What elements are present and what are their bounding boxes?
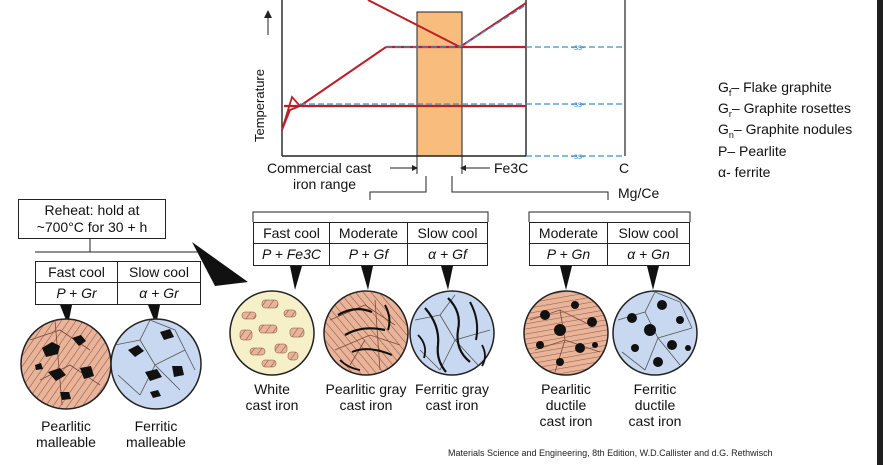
legend-item-gf: Gf– Flake graphite: [718, 79, 832, 98]
right-frame: [877, 0, 883, 465]
micrograph-white-cast-iron: [229, 290, 315, 376]
break-mark-1: -ss-: [571, 43, 585, 52]
legend-item-gn: Gn– Graphite nodules: [718, 121, 853, 140]
gray-header-slow: Slow cool: [408, 223, 487, 244]
fe3c-label: Fe3C: [494, 160, 529, 176]
temp-arrow-head: [264, 10, 272, 18]
commercial-cast-label: Commercial cast: [267, 160, 372, 176]
micrograph-ferritic-gray: [409, 290, 495, 376]
liquidus-lower: [299, 46, 387, 107]
gray-header-moderate: Moderate: [330, 223, 408, 244]
iron-range-label: iron range: [293, 176, 357, 192]
break-mark-3: -ss-: [571, 152, 585, 161]
gamma-corner: [281, 95, 302, 131]
break-mark-2: -ss-: [571, 100, 585, 109]
malleable-value-fast: P + Gr: [36, 283, 118, 304]
mgce-label: Mg/Ce: [618, 185, 660, 201]
reheat-line2: ~700°C for 30 + h: [36, 219, 148, 235]
ductile-connector: [451, 176, 609, 200]
reheat-box: Reheat: hold at ~700°C for 30 + h: [18, 199, 166, 239]
gray-value-moderate: P + Gf: [330, 244, 408, 265]
reheat-line1: Reheat: hold at: [44, 202, 140, 218]
ductile-value-moderate: P + Gn: [530, 244, 608, 265]
ductile-value-slow: α + Gn: [627, 246, 670, 262]
legend-item-ferrite: α- ferrite: [718, 164, 771, 180]
gray-header-fast: Fast cool: [254, 223, 330, 244]
pointer-white-to-reheat: [192, 242, 248, 286]
c-label: C: [619, 160, 630, 176]
micrograph-ferritic-malleable: [110, 318, 202, 410]
ductile-table: Moderate Slow cool P + Gn α + Gn: [529, 222, 690, 266]
gray-table: Fast cool Moderate Slow cool P + Fe3C P …: [253, 222, 488, 266]
legend-item-pearlite: P– Pearlite: [718, 143, 787, 159]
citation: Materials Science and Engineering, 8th E…: [448, 448, 773, 458]
micrograph-pearlitic-malleable: [20, 318, 112, 410]
micrograph-pearlitic-gray: [323, 290, 409, 376]
ductile-header-moderate: Moderate: [530, 223, 608, 244]
phase-diagram: -ss- -ss- -ss-: [264, 0, 626, 200]
graphite-liquidus: [386, 4, 527, 48]
gray-value-fast: P + Fe3C: [254, 244, 330, 265]
micrograph-pearlitic-ductile: [523, 290, 609, 376]
liquidus-left: [367, 0, 461, 48]
malleable-header-fast: Fast cool: [36, 262, 118, 283]
liquidus-right: [459, 2, 527, 48]
malleable-value-slow: α + Gr: [139, 285, 179, 301]
malleable-table: Fast cool Slow cool P + Gr α + Gr: [35, 261, 201, 305]
gray-value-slow: α + Gf: [428, 246, 467, 262]
legend-item-gr: Gr– Graphite rosettes: [718, 100, 851, 119]
ductile-header-slow: Slow cool: [608, 223, 689, 244]
gray-connector: [369, 176, 427, 200]
malleable-header-slow: Slow cool: [118, 262, 200, 283]
micrograph-ferritic-ductile: [612, 290, 698, 376]
